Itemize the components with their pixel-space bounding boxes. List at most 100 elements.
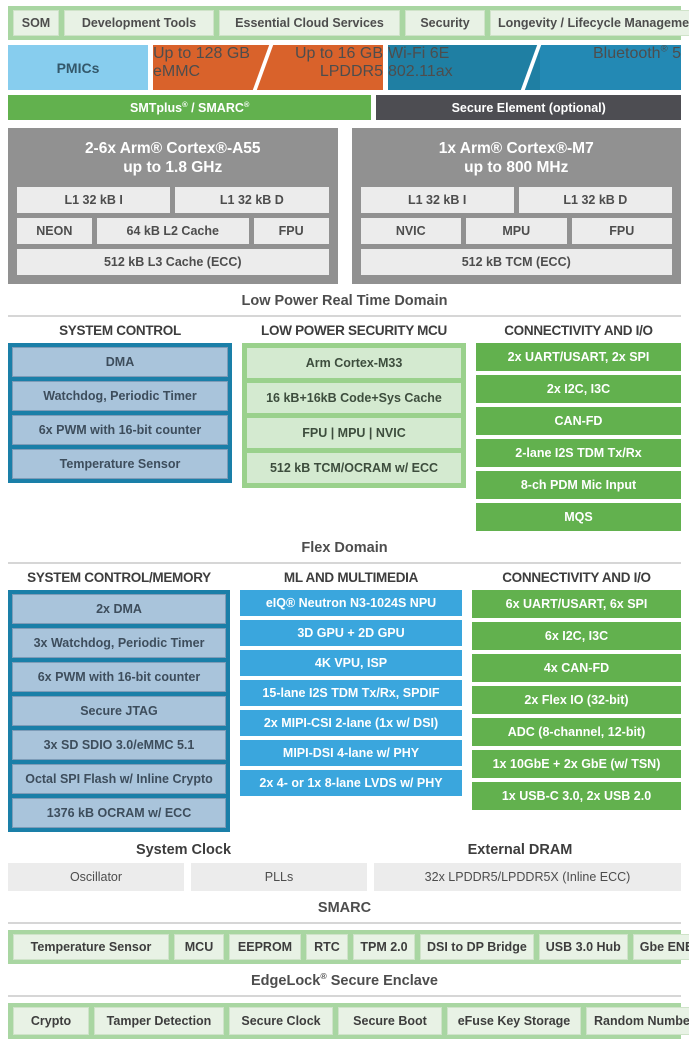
- domain-block: Octal SPI Flash w/ Inline Crypto: [12, 763, 226, 794]
- memory-wireless-band: PMICs Up to 128 GB eMMC Up to 16 GB LPDD…: [8, 45, 681, 90]
- cpu-core-block: 512 kB L3 Cache (ECC): [17, 248, 329, 275]
- som-chip: Longevity / Lifecycle Management: [490, 10, 689, 36]
- domain-block: 6x UART/USART, 6x SPI: [472, 589, 681, 618]
- cpu-core-block: FPU: [571, 217, 672, 244]
- edgelock-chip: Secure Boot: [338, 1006, 442, 1035]
- emmc-line1: Up to 128 GB: [153, 45, 250, 62]
- domain-divider: [8, 561, 681, 564]
- smarc-chip: USB 3.0 Hub: [538, 933, 628, 960]
- wifi-block: Wi-Fi 6E 802.11ax: [388, 45, 541, 90]
- domain-block: 6x PWM with 16-bit counter: [12, 414, 228, 445]
- cpu-core-title-line1: 1x Arm® Cortex®-M7: [438, 140, 594, 157]
- smarc-divider: [8, 921, 681, 924]
- secure-element-block: Secure Element (optional): [376, 95, 681, 120]
- domain-column: ML AND MULTIMEDIA eIQ® Neutron N3-1024S N…: [240, 570, 462, 832]
- domain-block: MQS: [476, 502, 681, 531]
- carrier-band: SMTplus® / SMARC® Secure Element (option…: [8, 95, 681, 120]
- domain-column-heading: ML AND MULTIMEDIA: [283, 569, 419, 585]
- domain-block: 512 kB TCM/OCRAM w/ ECC: [247, 452, 461, 483]
- bluetooth-label: Bluetooth: [592, 45, 661, 62]
- smtplus-smarc-block: SMTplus® / SMARC®: [8, 95, 372, 120]
- som-chip: Security: [405, 10, 485, 36]
- edgelock-chip: Secure Clock: [229, 1006, 333, 1035]
- cpu-core-row: 512 kB L3 Cache (ECC): [17, 248, 329, 275]
- cpu-core-block: L1 32 kB I: [360, 186, 514, 213]
- domain-column-heading: LOW POWER SECURITY MCU: [261, 322, 447, 338]
- external-dram-heading: External DRAM: [467, 841, 573, 858]
- cpu-core-title-line2: up to 1.8 GHz: [123, 158, 223, 176]
- bluetooth-version: 5: [667, 45, 681, 62]
- domain-label: Flex Domain: [301, 539, 388, 556]
- smarc-heading: SMARC: [317, 899, 372, 916]
- cpu-core-block: FPU: [253, 217, 329, 244]
- bluetooth-registered-icon: ®: [660, 45, 668, 55]
- smarc-chip: Gbe ENET PHY: [632, 933, 689, 960]
- domain-block: 3x SD SDIO 3.0/eMMC 5.1: [12, 729, 226, 760]
- edgelock-chip: Tamper Detection: [94, 1006, 224, 1035]
- clock-dram-headings: System Clock External DRAM: [8, 842, 681, 858]
- plls-block: PLLs: [191, 862, 367, 891]
- emmc-block: Up to 128 GB eMMC: [153, 45, 268, 90]
- edgelock-chip: Crypto: [13, 1006, 89, 1035]
- cpu-core-block: L1 32 kB D: [518, 186, 672, 213]
- emmc-line2: eMMC: [153, 63, 201, 80]
- memory-block: Up to 128 GB eMMC Up to 16 GB LPDDR5: [153, 45, 383, 90]
- domain-block: 1376 kB OCRAM w/ ECC: [12, 797, 226, 828]
- domain-block: 8-ch PDM Mic Input: [476, 470, 681, 499]
- wifi-line2: 802.11ax: [388, 63, 453, 80]
- smarc-chip: MCU: [174, 933, 224, 960]
- system-clock-heading: System Clock: [135, 841, 232, 858]
- domain-block: DMA: [12, 346, 228, 377]
- domain-divider: [8, 314, 681, 317]
- cpu-core-row: 512 kB TCM (ECC): [360, 248, 672, 275]
- smarc-registered-icon: ®: [243, 99, 250, 109]
- cpu-core-block: L1 32 kB I: [17, 186, 171, 213]
- bluetooth-block: Bluetooth® 5: [540, 45, 681, 90]
- domain-block: 6x PWM with 16-bit counter: [12, 661, 226, 692]
- domain-block: Temperature Sensor: [12, 448, 228, 479]
- domain-column-heading: SYSTEM CONTROL/MEMORY: [27, 569, 211, 585]
- domain-block: 1x 10GbE + 2x GbE (w/ TSN): [472, 749, 681, 778]
- smtplus-label: SMTplus: [130, 100, 183, 115]
- domain-block: 2x Flex IO (32-bit): [472, 685, 681, 714]
- cpu-core-block: MPU: [466, 217, 567, 244]
- domain-block: 15-lane I2S TDM Tx/Rx, SPDIF: [240, 679, 462, 706]
- edgelock-registered-icon: ®: [320, 970, 327, 981]
- edgelock-chip: eFuse Key Storage: [447, 1006, 581, 1035]
- edgelock-heading: EdgeLock® Secure Enclave: [0, 970, 689, 989]
- domain-block: 3x Watchdog, Periodic Timer: [12, 627, 226, 658]
- smarc-chip: RTC: [306, 933, 348, 960]
- smarc-chip: TPM 2.0: [353, 933, 415, 960]
- cpu-core-block: NVIC: [360, 217, 461, 244]
- smarc-chip: Temperature Sensor: [13, 933, 169, 960]
- cpu-core-block: 64 kB L2 Cache: [96, 217, 249, 244]
- wireless-block: Wi-Fi 6E 802.11ax Bluetooth® 5: [388, 45, 681, 90]
- domain-block: 1x USB-C 3.0, 2x USB 2.0: [472, 781, 681, 810]
- domain-block: 2x MIPI-CSI 2-lane (1x w/ DSI): [240, 709, 462, 736]
- domain-block: MIPI-DSI 4-lane w/ PHY: [240, 739, 462, 766]
- domain-block: 4K VPU, ISP: [240, 649, 462, 676]
